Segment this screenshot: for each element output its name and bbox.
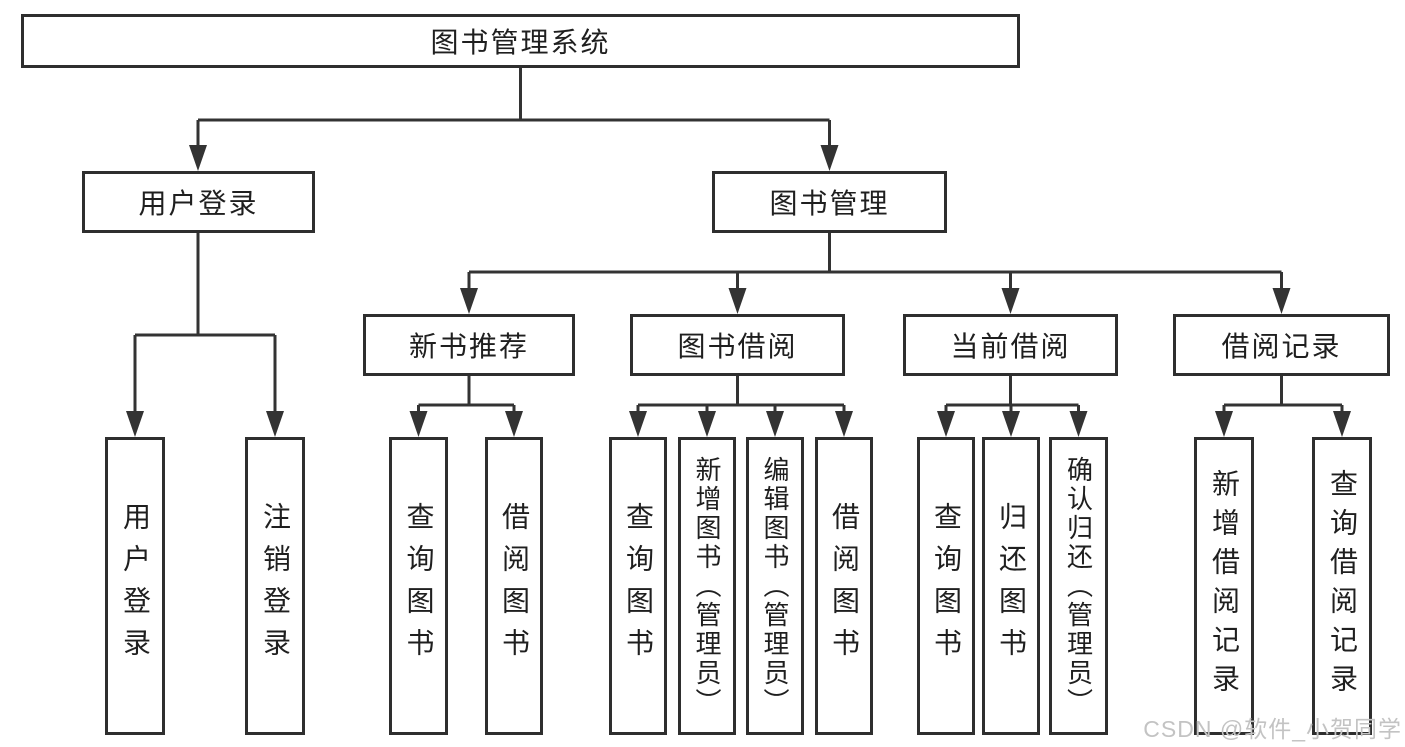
connector-root-to-level2 xyxy=(196,68,831,150)
connector-current-borrow-children xyxy=(944,376,1080,415)
node-rec-query-books: 查询图书 xyxy=(389,437,448,735)
node-new-book-rec-label: 新书推荐 xyxy=(408,331,529,362)
node-cb-return-books-label: 归还图书 xyxy=(996,502,1027,670)
node-rec-borrow-books-label: 借阅图书 xyxy=(499,502,530,670)
connector-book-mgmt-children xyxy=(467,233,1283,292)
node-bb-query-books: 查询图书 xyxy=(609,437,667,735)
node-cb-return-books: 归还图书 xyxy=(982,437,1040,735)
node-logout-leaf: 注销登录 xyxy=(245,437,305,735)
connector-user-login-children xyxy=(133,233,277,415)
node-cb-confirm-return-label: 确认归还（管理员） xyxy=(1063,455,1094,717)
node-br-query-record: 查询借阅记录 xyxy=(1312,437,1372,735)
node-book-mgmt-branch: 图书管理 xyxy=(712,171,947,233)
node-book-borrow-label: 图书借阅 xyxy=(677,331,798,362)
node-login-leaf-label: 用户登录 xyxy=(120,502,151,670)
node-root: 图书管理系统 xyxy=(21,14,1020,68)
node-user-login-branch: 用户登录 xyxy=(82,171,315,233)
csdn-watermark: CSDN @软件_小贺同学 xyxy=(1143,716,1402,742)
node-book-borrow: 图书借阅 xyxy=(630,314,845,376)
node-book-mgmt-branch-label: 图书管理 xyxy=(769,188,890,219)
node-current-borrow: 当前借阅 xyxy=(903,314,1118,376)
node-logout-leaf-label: 注销登录 xyxy=(260,502,291,670)
node-rec-borrow-books: 借阅图书 xyxy=(485,437,543,735)
node-current-borrow-label: 当前借阅 xyxy=(950,331,1071,362)
arrowheads xyxy=(126,145,1351,437)
connector-new-book-rec-children xyxy=(417,376,516,415)
node-borrow-records-label: 借阅记录 xyxy=(1221,331,1342,362)
node-new-book-rec: 新书推荐 xyxy=(363,314,575,376)
node-cb-query-books: 查询图书 xyxy=(917,437,975,735)
connector-book-borrow-children xyxy=(636,376,846,415)
node-bb-edit-books-label: 编辑图书（管理员） xyxy=(760,455,790,717)
node-bb-borrow-books: 借阅图书 xyxy=(815,437,873,735)
node-br-add-record-label: 新增借阅记录 xyxy=(1209,469,1240,703)
node-bb-query-books-label: 查询图书 xyxy=(623,502,654,670)
node-bb-edit-books: 编辑图书（管理员） xyxy=(746,437,804,735)
node-cb-query-books-label: 查询图书 xyxy=(931,502,962,670)
node-root-label: 图书管理系统 xyxy=(430,27,611,58)
node-bb-add-books-label: 新增图书（管理员） xyxy=(692,455,722,717)
node-bb-add-books: 新增图书（管理员） xyxy=(678,437,736,735)
node-user-login-branch-label: 用户登录 xyxy=(138,188,259,219)
node-cb-confirm-return: 确认归还（管理员） xyxy=(1049,437,1108,735)
connector-borrow-records-children xyxy=(1222,376,1344,415)
node-br-query-record-label: 查询借阅记录 xyxy=(1327,469,1358,703)
node-login-leaf: 用户登录 xyxy=(105,437,165,735)
node-br-add-record: 新增借阅记录 xyxy=(1194,437,1254,735)
node-borrow-records: 借阅记录 xyxy=(1173,314,1390,376)
node-rec-query-books-label: 查询图书 xyxy=(403,502,435,670)
node-bb-borrow-books-label: 借阅图书 xyxy=(829,502,860,670)
